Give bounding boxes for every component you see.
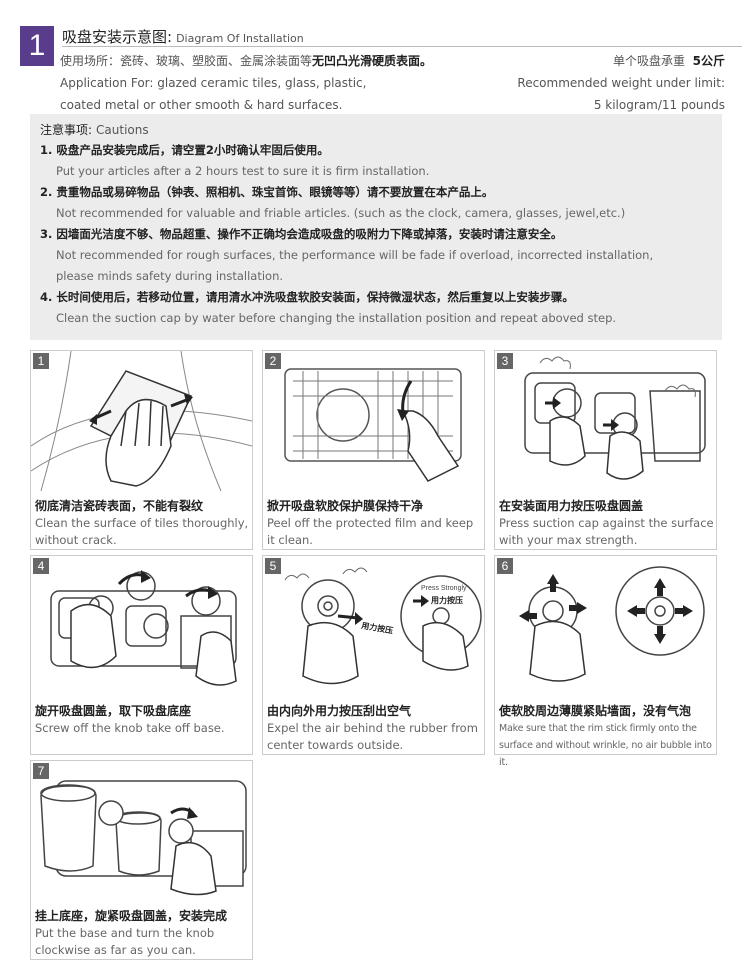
step-panel-4: 4 旋开吸盘圆盖，取下吸盘底座 Screw off the knob take … [30,555,253,755]
step-caption-zh: 挂上底座，旋紧吸盘圆盖，安装完成 [35,909,228,923]
step-number: 7 [33,763,49,779]
press-label-zh-left: 用力按压 [360,620,394,636]
step-panel-6: 6 使软胶周边薄膜紧贴墙面，没有气泡 Make sure that the ri… [494,555,717,768]
weight-text: 单个吸盘承重 5公斤 Recommended weight under limi… [517,50,725,116]
step-caption-en: Expel the air behind the rubber from cen… [267,721,478,752]
caution-item: 2. 贵重物品或易碎物品（钟表、照相机、珠宝首饰、眼镜等等）请不要放置在本产品上… [40,185,626,220]
step-caption-en: Press suction cap against the surface wi… [499,516,714,547]
step-panel-5: Press Strongly 用力按压 用力按压 5 由内向外用力按压刮出空气 … [262,555,485,755]
step-number: 1 [33,353,49,369]
press-cap-illustration [524,356,706,480]
step-number: 4 [33,558,49,574]
screw-off-illustration [50,570,237,686]
press-strongly-label: Press Strongly [421,585,467,592]
step-caption-zh: 使软胶周边薄膜紧贴墙面，没有气泡 [499,704,692,718]
step-panel-7: 7 挂上底座，旋紧吸盘圆盖，安装完成 Put the base and turn… [30,760,253,960]
weight-en-line1: Recommended weight under limit: [517,76,725,90]
press-label-zh-right: 用力按压 [430,595,463,605]
step-caption-zh: 由内向外用力按压刮出空气 [267,704,412,718]
cautions-heading: 注意事项:Cautions [40,123,149,137]
step-number: 2 [265,353,281,369]
step-number: 6 [497,558,513,574]
smooth-rim-illustration [519,566,705,682]
step-number: 5 [265,558,281,574]
step-panel-1: 1 彻底清洁瓷砖表面，不能有裂纹 Clean the surface of ti… [30,350,253,550]
peel-film-illustration [284,368,462,482]
title-divider [62,46,742,47]
step-caption-en: Clean the surface of tiles thoroughly, w… [35,516,249,547]
step-badge: 1 [20,26,54,66]
title-en: Diagram Of Installation [176,32,304,45]
step-caption-en: Peel off the protected film and keep it … [267,516,474,547]
step-caption-zh: 在安装面用力按压吸盘圆盖 [499,499,644,513]
title-zh: 吸盘安装示意图: [62,28,173,46]
step-caption-zh: 彻底清洁瓷砖表面，不能有裂纹 [35,499,204,513]
step-caption-en: Screw off the knob take off base. [35,721,225,735]
expel-air-illustration: Press Strongly 用力按压 用力按压 [284,567,482,685]
caution-item: 4. 长时间使用后，若移动位置，请用清水冲洗吸盘软胶安装面，保持微湿状态，然后重… [40,290,617,325]
attach-base-illustration [40,780,247,896]
weight-zh: 单个吸盘承重 [612,54,685,68]
usage-zh-bold: 无凹凸光滑硬质表面。 [312,54,433,68]
step-caption-en: Make sure that the rim stick firmly onto… [499,723,712,768]
step-caption-en: Put the base and turn the knob clockwise… [35,926,215,957]
wipe-tile-illustration [31,351,252,491]
step-caption-zh: 旋开吸盘圆盖，取下吸盘底座 [35,704,192,718]
usage-en-line2: coated metal or other smooth & hard surf… [60,98,343,112]
step-number: 3 [497,353,513,369]
caution-item: 3. 因墙面光洁度不够、物品超重、操作不正确均会造成吸盘的吸附力下降或掉落，安装… [40,227,654,283]
step-panel-3: 3 在安装面用力按压吸盘圆盖 Press suction cap against… [494,350,717,550]
step-caption-zh: 掀开吸盘软胶保护膜保持干净 [267,499,424,513]
cautions-box: 注意事项:Cautions 1. 吸盘产品安装完成后，请空置2小时确认牢固后使用… [30,114,722,340]
weight-en-line2: 5 kilogram/11 pounds [593,98,725,112]
weight-value: 5公斤 [692,54,725,68]
page-title: 吸盘安装示意图:Diagram Of Installation [62,26,304,47]
caution-item: 1. 吸盘产品安装完成后，请空置2小时确认牢固后使用。 Put your art… [40,143,430,178]
usage-zh: 使用场所：瓷砖、玻璃、塑胶面、金属涂装面等 [60,54,313,68]
step-panel-2: 2 掀开吸盘软胶保护膜保持干净 Peel off the protected f… [262,350,485,550]
usage-en-line1: Application For: glazed ceramic tiles, g… [60,76,367,90]
header: 1 吸盘安装示意图:Diagram Of Installation 使用场所：瓷… [20,22,742,112]
usage-text: 使用场所：瓷砖、玻璃、塑胶面、金属涂装面等无凹凸光滑硬质表面。 Applicat… [60,50,432,116]
